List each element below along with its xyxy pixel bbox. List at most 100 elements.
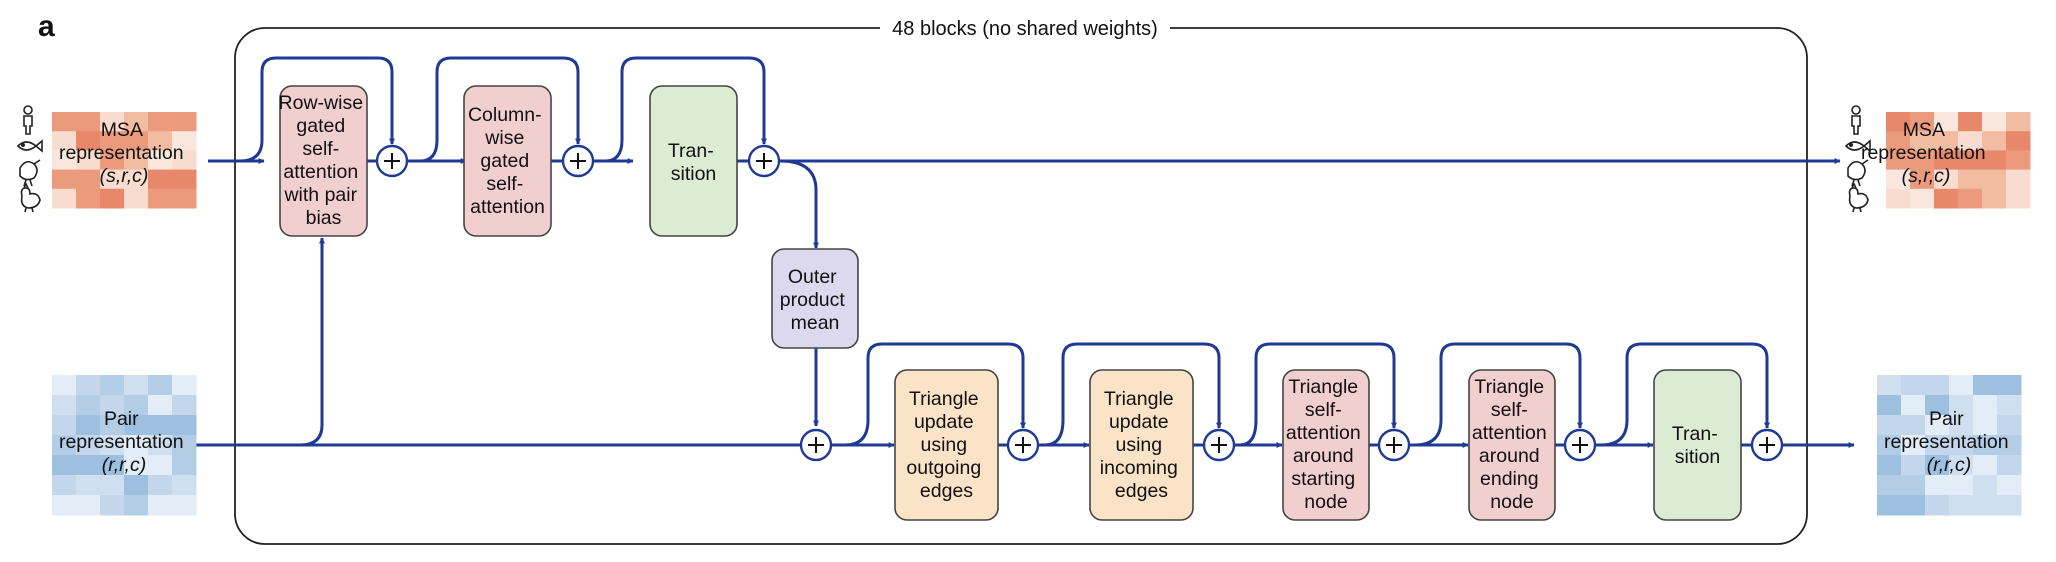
- msa-transition-module: Tran- sition: [649, 85, 738, 237]
- organism-icons-left: [16, 105, 43, 213]
- triangle-update-outgoing-box: [894, 369, 999, 521]
- heatmap-cell: [1877, 455, 1902, 476]
- plus-node: [1006, 428, 1040, 462]
- column-attention-module: Column- wise gated self- attention: [463, 85, 552, 237]
- row-attention-label: Row-wise gated self- attention with pair…: [279, 92, 369, 229]
- fish-icon: [16, 139, 43, 153]
- heatmap-cell: [52, 415, 77, 436]
- heatmap-cell: [76, 150, 101, 171]
- heatmap-cell: [1982, 112, 2007, 132]
- heatmap-cell: [76, 395, 101, 416]
- heatmap-cell: [1901, 495, 1926, 516]
- heatmap-cell: [172, 395, 197, 416]
- triangle-attention-starting-label: Triangle self- attention around starting…: [1286, 376, 1366, 513]
- triangle-update-outgoing-label: Triangle update using outgoing edges: [906, 388, 986, 502]
- heatmap-cell: [148, 435, 173, 456]
- heatmap-cell: [124, 475, 149, 496]
- heatmap-cell: [124, 375, 149, 396]
- heatmap-cell: [1949, 495, 1974, 516]
- heatmap-cell: [100, 375, 125, 396]
- heatmap-cell: [172, 435, 197, 456]
- heatmap-cell: [148, 415, 173, 436]
- outer-product-mean-label: Outer product mean: [780, 266, 850, 334]
- heatmap-cell: [1973, 495, 1998, 516]
- plus-node: [1750, 428, 1784, 462]
- heatmap-cell: [172, 169, 197, 190]
- heatmap-cell: [76, 131, 101, 151]
- msa-transition-label: Tran- sition: [668, 140, 719, 185]
- plus-nodes: [375, 144, 1784, 462]
- column-attention-box: [463, 85, 552, 237]
- row-attention-box: [279, 85, 368, 237]
- heatmap-cell: [148, 495, 173, 516]
- heatmap-cell: [148, 455, 173, 476]
- triangle-update-incoming-box: [1089, 369, 1194, 521]
- heatmap-cell: [52, 131, 77, 151]
- heatmap-cell: [1925, 395, 1950, 416]
- heatmap-cell: [1910, 112, 1935, 132]
- plus-node: [375, 144, 409, 178]
- heatmap-cell: [100, 112, 125, 132]
- heatmap-cell: [1958, 131, 1983, 151]
- heatmap-cell: [1934, 112, 1959, 132]
- heatmap-cell: [1982, 150, 2007, 171]
- chicken-icon: [20, 182, 41, 213]
- heatmap-cell: [1949, 395, 1974, 416]
- heatmap-cell: [76, 112, 101, 132]
- heatmap-cell: [172, 375, 197, 396]
- heatmap-cell: [2006, 188, 2031, 209]
- heatmap-cell: [1982, 131, 2007, 151]
- heatmap-cell: [1877, 495, 1902, 516]
- heatmap-cell: [52, 495, 77, 516]
- heatmap-cell: [1910, 131, 1935, 151]
- heatmap-cell: [76, 169, 101, 190]
- pair-track-arrows: [196, 237, 1855, 448]
- heatmap-cell: [100, 395, 125, 416]
- heatmap-cell: [1997, 415, 2022, 436]
- heatmap-cell: [1973, 475, 1998, 496]
- heatmap-cell: [100, 435, 125, 456]
- chicken-icon: [1848, 182, 1869, 213]
- heatmap-cell: [1949, 475, 1974, 496]
- triangle-attention-ending-box: [1468, 369, 1556, 521]
- plus-node: [747, 144, 781, 178]
- heatmap-cell: [148, 150, 173, 171]
- heatmap-cell: [1934, 150, 1959, 171]
- msa-output-label: MSA representation (s,r,c): [1861, 119, 1991, 187]
- pair-input-label: Pair representation (r,r,c): [59, 408, 189, 476]
- heatmap-cell: [1973, 455, 1998, 476]
- heatmap-cell: [1877, 475, 1902, 496]
- heatmap-cell: [2006, 112, 2031, 132]
- block-title: 48 blocks (no shared weights): [892, 18, 1158, 40]
- triangle-attention-ending-module: Triangle self- attention around ending n…: [1468, 369, 1556, 521]
- heatmap-cell: [1886, 131, 1911, 151]
- msa-input-label: MSA representation (s,r,c): [59, 119, 189, 187]
- heatmap-cell: [1886, 169, 1911, 190]
- heatmap-cell: [100, 475, 125, 496]
- triangle-update-incoming-label: Triangle update using incoming edges: [1100, 388, 1183, 502]
- heatmap-cell: [124, 395, 149, 416]
- heatmap-cell: [52, 169, 77, 190]
- msa-input-heatmap: [52, 112, 197, 209]
- block-title-mask: [880, 14, 1170, 42]
- heatmap-cell: [1877, 395, 1902, 416]
- heatmap-cell: [172, 131, 197, 151]
- heatmap-cell: [1997, 375, 2022, 396]
- fish-icon: [1844, 139, 1871, 153]
- heatmap-cell: [1877, 435, 1902, 456]
- heatmap-cell: [2006, 150, 2031, 171]
- heatmap-cell: [100, 169, 125, 190]
- heatmap-cell: [1958, 112, 1983, 132]
- triangle-update-outgoing-module: Triangle update using outgoing edges: [894, 369, 999, 521]
- heatmap-cell: [1925, 475, 1950, 496]
- heatmap-cell: [1925, 495, 1950, 516]
- heatmap-cell: [1949, 415, 1974, 436]
- heatmap-cell: [1886, 188, 1911, 209]
- msa-transition-box: [649, 85, 738, 237]
- heatmap-cell: [1997, 395, 2022, 416]
- heatmap-cell: [76, 495, 101, 516]
- human-icon: [23, 105, 33, 135]
- heatmap-cell: [100, 455, 125, 476]
- heatmap-cell: [1877, 375, 1902, 396]
